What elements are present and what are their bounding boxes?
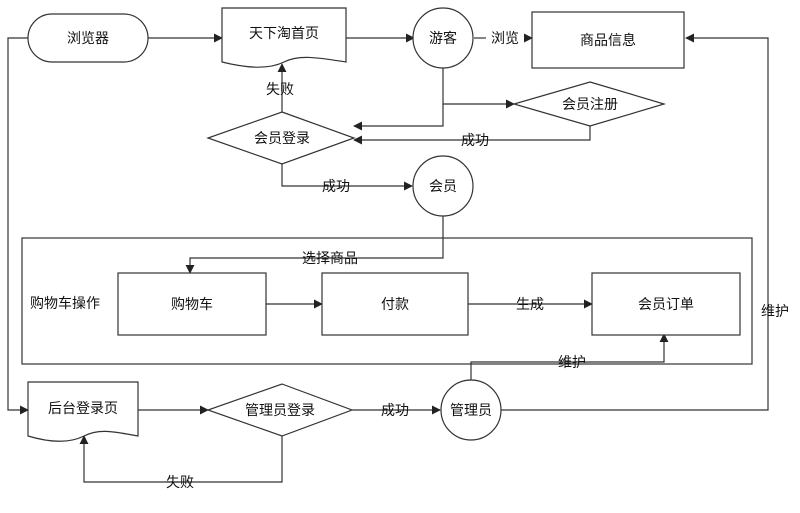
cart-operation-group-label: 购物车操作 — [30, 295, 100, 312]
label-login-success: 成功 — [322, 179, 350, 195]
node-admin-login-page-label: 后台登录页 — [48, 401, 118, 417]
node-payment-label: 付款 — [381, 297, 409, 313]
edge-register-success-to-login — [353, 126, 591, 145]
node-admin-login: 管理员登录 — [206, 383, 354, 437]
edge-visitor-to-register — [442, 67, 515, 109]
node-cart: 购物车 — [117, 272, 267, 336]
label-browse: 浏览 — [491, 31, 519, 47]
edge-visitor-to-login — [353, 104, 444, 131]
label-login-fail: 失败 — [266, 82, 294, 98]
label-register-success: 成功 — [461, 133, 489, 149]
node-member-register-label: 会员注册 — [562, 97, 618, 113]
node-payment: 付款 — [321, 272, 469, 336]
node-product-info: 商品信息 — [531, 11, 685, 69]
node-browser-label: 浏览器 — [67, 31, 109, 47]
node-member: 会员 — [412, 155, 474, 217]
node-tianxiatao-home: 天下淘首页 — [221, 7, 347, 68]
node-admin-login-page: 后台登录页 — [27, 381, 139, 442]
node-member-login-label: 会员登录 — [254, 131, 310, 147]
label-generate: 生成 — [516, 297, 544, 313]
edge-admin-login-fail-to-page — [79, 435, 283, 483]
node-visitor-label: 游客 — [429, 30, 457, 47]
node-member-register: 会员注册 — [511, 81, 667, 127]
node-admin-label: 管理员 — [450, 403, 492, 419]
edge-member-select-product-to-cart — [185, 212, 444, 274]
node-member-label: 会员 — [429, 179, 457, 195]
label-select-product: 选择商品 — [302, 251, 358, 267]
node-product-info-label: 商品信息 — [580, 32, 636, 49]
node-visitor: 游客 — [412, 7, 474, 69]
edge-login-success-to-member — [281, 164, 413, 191]
node-browser: 浏览器 — [27, 13, 149, 63]
node-admin-login-label: 管理员登录 — [245, 403, 315, 419]
node-tianxiatao-home-label: 天下淘首页 — [249, 26, 319, 42]
label-maintain-order: 维护 — [558, 355, 586, 371]
node-admin: 管理员 — [440, 379, 502, 441]
node-member-login: 会员登录 — [206, 111, 356, 165]
cart-operation-group — [21, 237, 753, 365]
edge-browser-to-admin-login-page — [7, 37, 29, 415]
label-admin-success: 成功 — [381, 403, 409, 419]
node-cart-label: 购物车 — [171, 296, 213, 313]
label-admin-fail: 失败 — [166, 475, 194, 491]
label-maintain-product: 维护 — [761, 304, 789, 320]
edge-admin-maintain-product-info — [500, 33, 769, 411]
node-member-order: 会员订单 — [591, 272, 741, 336]
edge-admin-maintain-order — [470, 333, 669, 382]
node-member-order-label: 会员订单 — [638, 297, 694, 313]
